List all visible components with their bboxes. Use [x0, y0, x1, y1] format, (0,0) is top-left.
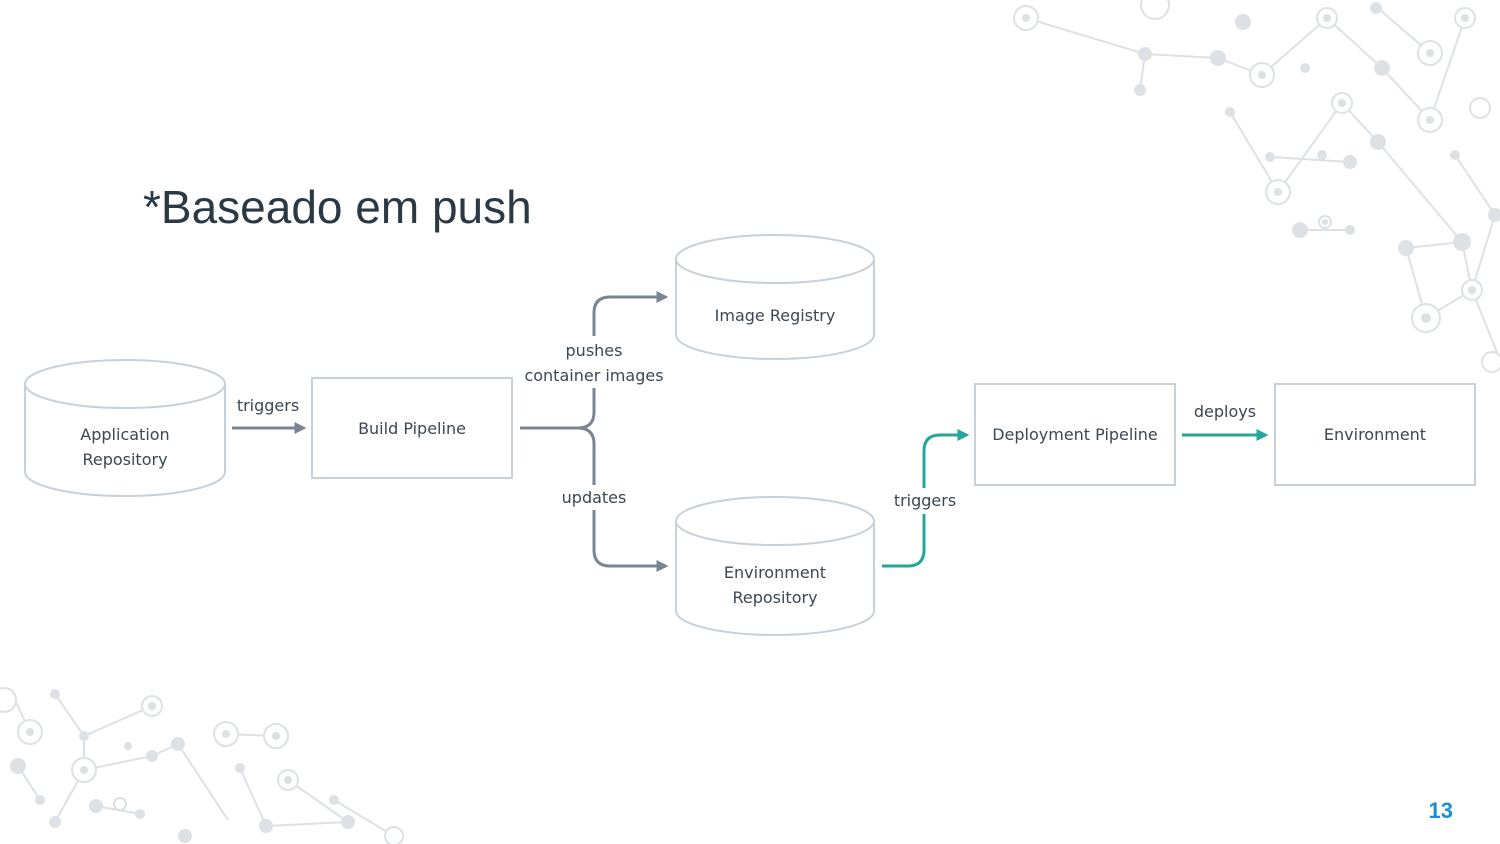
arrow-build-to-env-repo [592, 510, 669, 572]
deployment-pipeline-label: Deployment Pipeline [992, 425, 1158, 444]
slide-title: *Baseado em push [143, 181, 532, 233]
network-decoration-top-right [1013, 0, 1500, 373]
application-repository-node: Application Repository [23, 358, 227, 498]
environment-node: Environment [1274, 383, 1476, 486]
environment-repository-node: Environment Repository [674, 495, 876, 637]
image-registry-node: Image Registry [674, 233, 876, 361]
environment-repository-label: Environment Repository [723, 563, 827, 607]
arrow-env-repo-to-deploy [922, 429, 970, 488]
edge-label-deploys: deploys [1184, 399, 1266, 424]
arrow-env-repo-to-deploy-lower [882, 514, 926, 568]
network-decoration-bottom-left [0, 687, 404, 844]
build-pipeline-node: Build Pipeline [311, 377, 513, 479]
edge-label-pushes-images: pushes container images [514, 338, 674, 388]
connector-build-stem [520, 411, 596, 445]
application-repository-label: Application Repository [80, 425, 170, 469]
edge-label-triggers-deploy: triggers [884, 488, 966, 513]
edge-label-triggers-build: triggers [230, 393, 306, 418]
deployment-pipeline-node: Deployment Pipeline [974, 383, 1176, 486]
environment-label: Environment [1323, 425, 1427, 444]
page-number: 13 [1428, 798, 1453, 823]
image-registry-label: Image Registry [714, 306, 836, 325]
build-pipeline-label: Build Pipeline [358, 418, 466, 438]
arrow-build-to-registry [592, 291, 669, 336]
edge-label-updates: updates [554, 485, 634, 510]
